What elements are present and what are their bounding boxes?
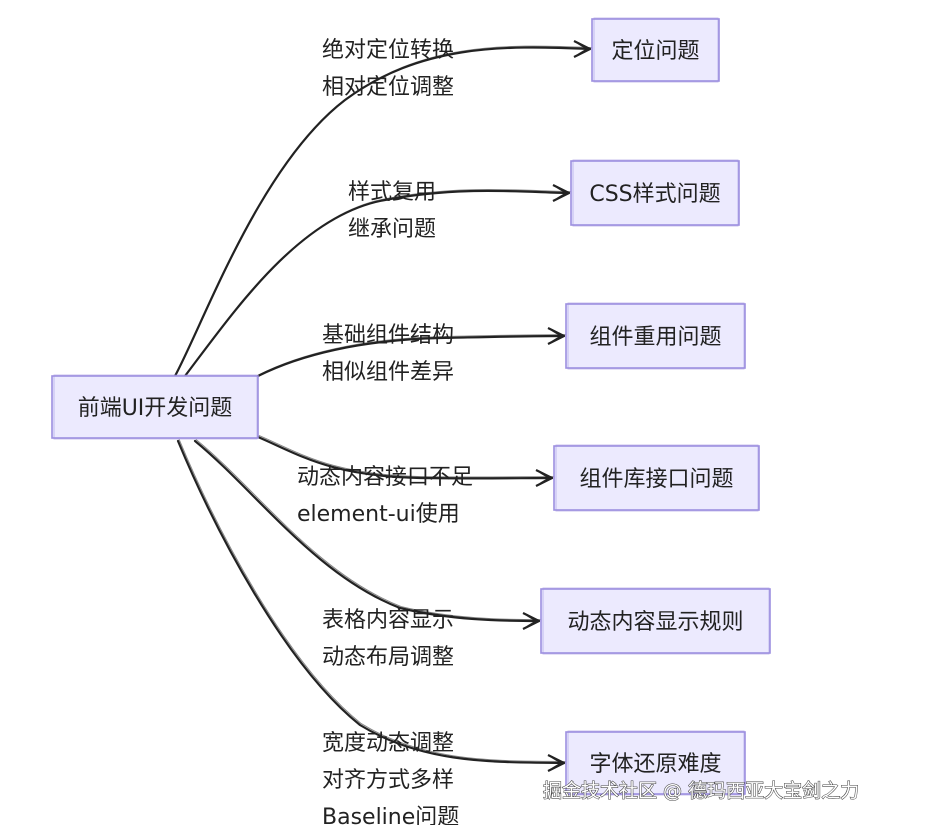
target-node-1-label: 定位问题 <box>611 39 699 64</box>
edge-label-line: 基础组件结构 <box>322 323 454 348</box>
edge-label-line: 动态布局调整 <box>322 645 454 670</box>
target-node-2[interactable]: CSS样式问题 <box>570 159 740 227</box>
edge-label-line: 相似组件差异 <box>322 360 454 385</box>
arrowhead-icon <box>552 184 571 202</box>
edge-5 <box>193 439 541 630</box>
root-node[interactable]: 前端UI开发问题 <box>51 374 259 440</box>
arrowhead-icon <box>573 40 592 58</box>
edge-label-line: 相对定位调整 <box>322 75 454 100</box>
watermark-text: 掘金技术社区 @ 德玛西亚大宝剑之力 <box>543 780 859 802</box>
arrowhead-icon <box>522 612 541 630</box>
edge-3 <box>256 327 566 378</box>
root-node-label: 前端UI开发问题 <box>78 396 233 421</box>
edge-label-line: element-ui使用 <box>297 502 460 527</box>
edge-label-line: 对齐方式多样 <box>322 768 454 793</box>
target-node-3-label: 组件重用问题 <box>589 325 721 350</box>
target-node-4[interactable]: 组件库接口问题 <box>553 444 760 512</box>
arrowhead-icon <box>547 327 566 345</box>
target-node-3[interactable]: 组件重用问题 <box>565 302 746 370</box>
watermark: 掘金技术社区 @ 德玛西亚大宝剑之力 <box>542 779 859 802</box>
target-node-5-label: 动态内容显示规则 <box>567 610 743 635</box>
edge-label-line: 样式复用 <box>348 180 436 205</box>
edge-6 <box>176 439 566 772</box>
edge-label-line: 动态内容接口不足 <box>297 465 473 490</box>
edge-label-line: 继承问题 <box>348 217 436 242</box>
target-node-2-label: CSS样式问题 <box>589 182 720 207</box>
target-node-6-label: 字体还原难度 <box>589 752 721 777</box>
edge-label-line: 绝对定位转换 <box>322 38 454 63</box>
edge-label-4: 动态内容接口不足 element-ui使用 <box>297 465 473 527</box>
target-node-4-label: 组件库接口问题 <box>579 467 733 492</box>
edge-4 <box>256 435 554 487</box>
arrowhead-icon <box>535 469 554 487</box>
edge-label-line: Baseline问题 <box>322 805 459 825</box>
target-node-1[interactable]: 定位问题 <box>591 17 720 83</box>
target-node-5[interactable]: 动态内容显示规则 <box>540 587 771 655</box>
arrowhead-icon <box>547 754 566 772</box>
edge-2 <box>183 184 571 378</box>
edge-label-line: 宽度动态调整 <box>322 731 454 756</box>
target-node-6[interactable]: 字体还原难度 <box>565 730 746 796</box>
edge-label-line: 表格内容显示 <box>322 608 454 633</box>
edge-1 <box>173 40 592 378</box>
